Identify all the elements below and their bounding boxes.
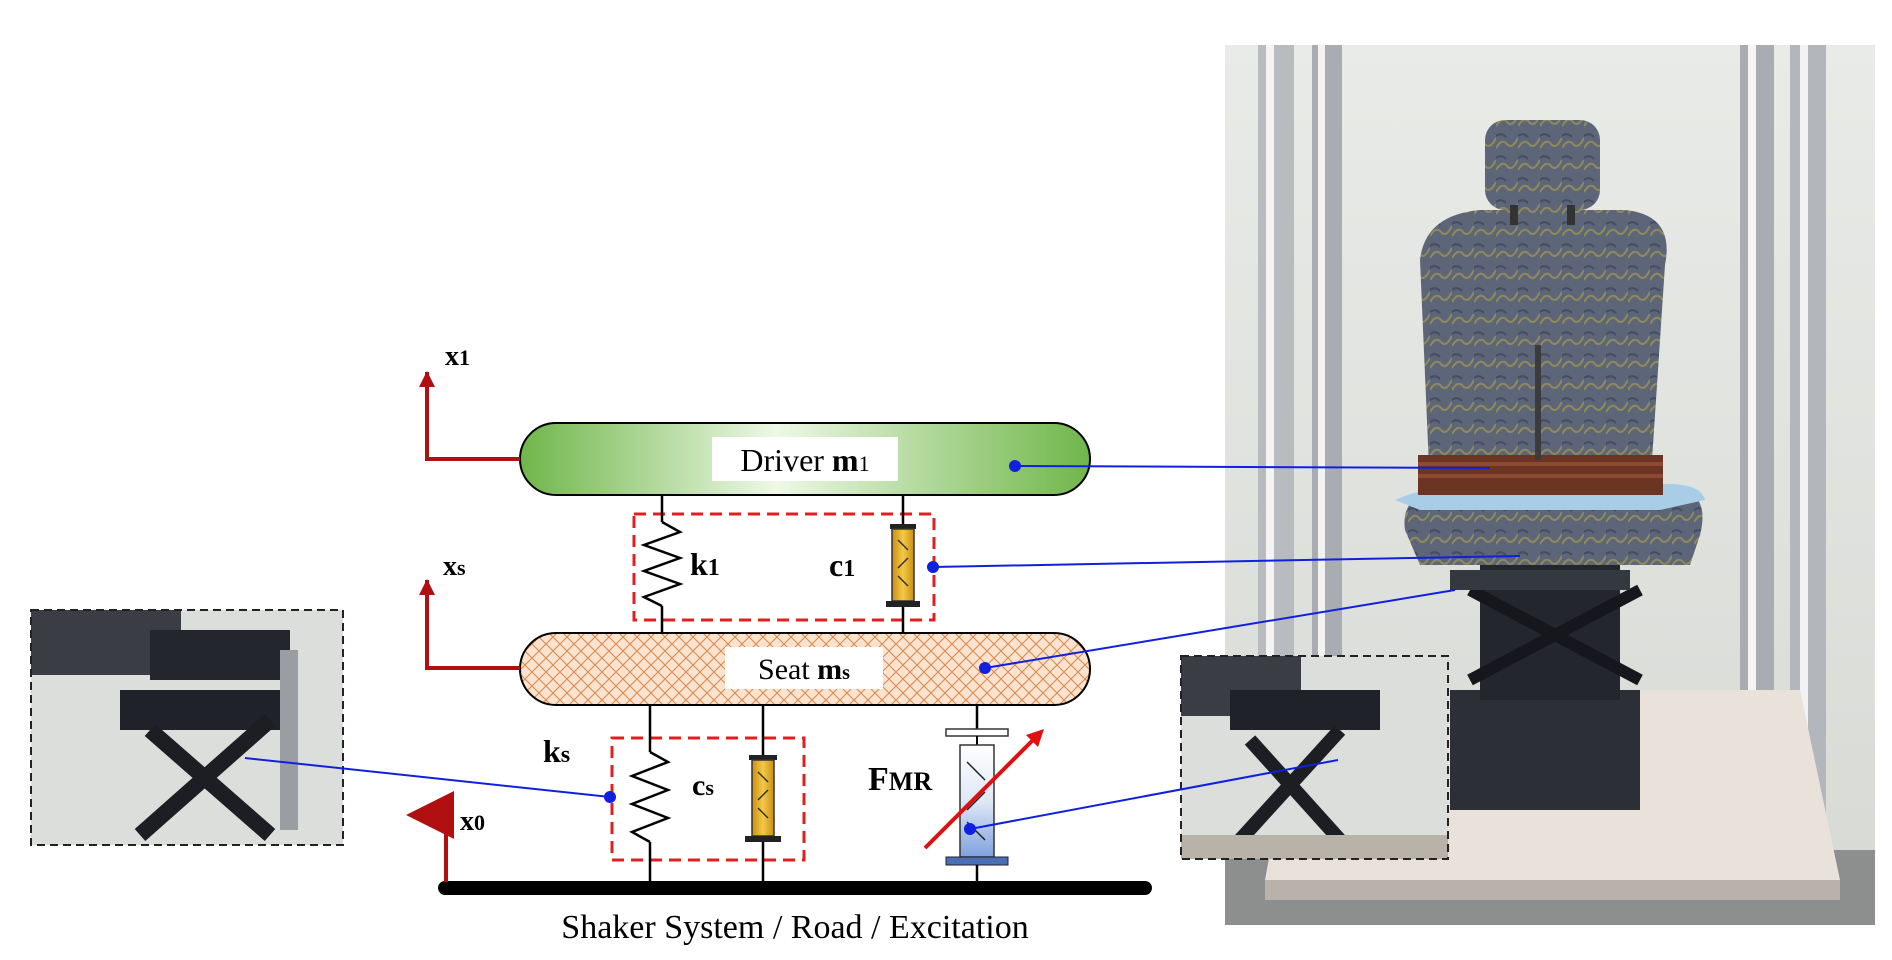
seat-label: Seat ms — [758, 653, 850, 686]
c1-label: c1 — [829, 547, 855, 583]
damper-cs — [745, 705, 781, 882]
leader-seat — [984, 589, 1456, 669]
scissor-mechanism-photo — [1180, 655, 1449, 860]
x0-label: x0 — [460, 806, 485, 837]
spring-k1 — [640, 495, 684, 633]
damper-c1 — [886, 495, 920, 633]
x1-label: x1 — [445, 341, 470, 372]
driver-label: Driver m1 — [740, 442, 869, 478]
seat-test-rig-photo — [1225, 45, 1875, 925]
cs-label: cs — [692, 769, 714, 802]
leader-left-inset — [244, 757, 611, 798]
xs-axis-arrow — [419, 579, 520, 670]
ground-bar — [438, 881, 1152, 895]
leader-lines — [244, 460, 1521, 835]
x1-axis-arrow — [419, 371, 520, 461]
xs-label: xs — [443, 551, 466, 582]
k1-label: k1 — [690, 546, 720, 582]
driver-label-bg — [712, 437, 898, 481]
lower-suspension-box — [610, 736, 806, 862]
ks-label: ks — [543, 733, 570, 769]
leader-mr-damper — [969, 759, 1339, 830]
leader-upper-box — [932, 555, 1521, 568]
leader-driver — [1014, 465, 1491, 469]
fmr-label: FMR — [868, 761, 932, 798]
ground-label: Shaker System / Road / Excitation — [561, 909, 1028, 946]
spring-ks — [628, 705, 672, 882]
mr-damper — [923, 705, 1044, 882]
seat-label-bg — [725, 647, 883, 689]
scissor-mechanism-inset-left — [30, 609, 344, 846]
